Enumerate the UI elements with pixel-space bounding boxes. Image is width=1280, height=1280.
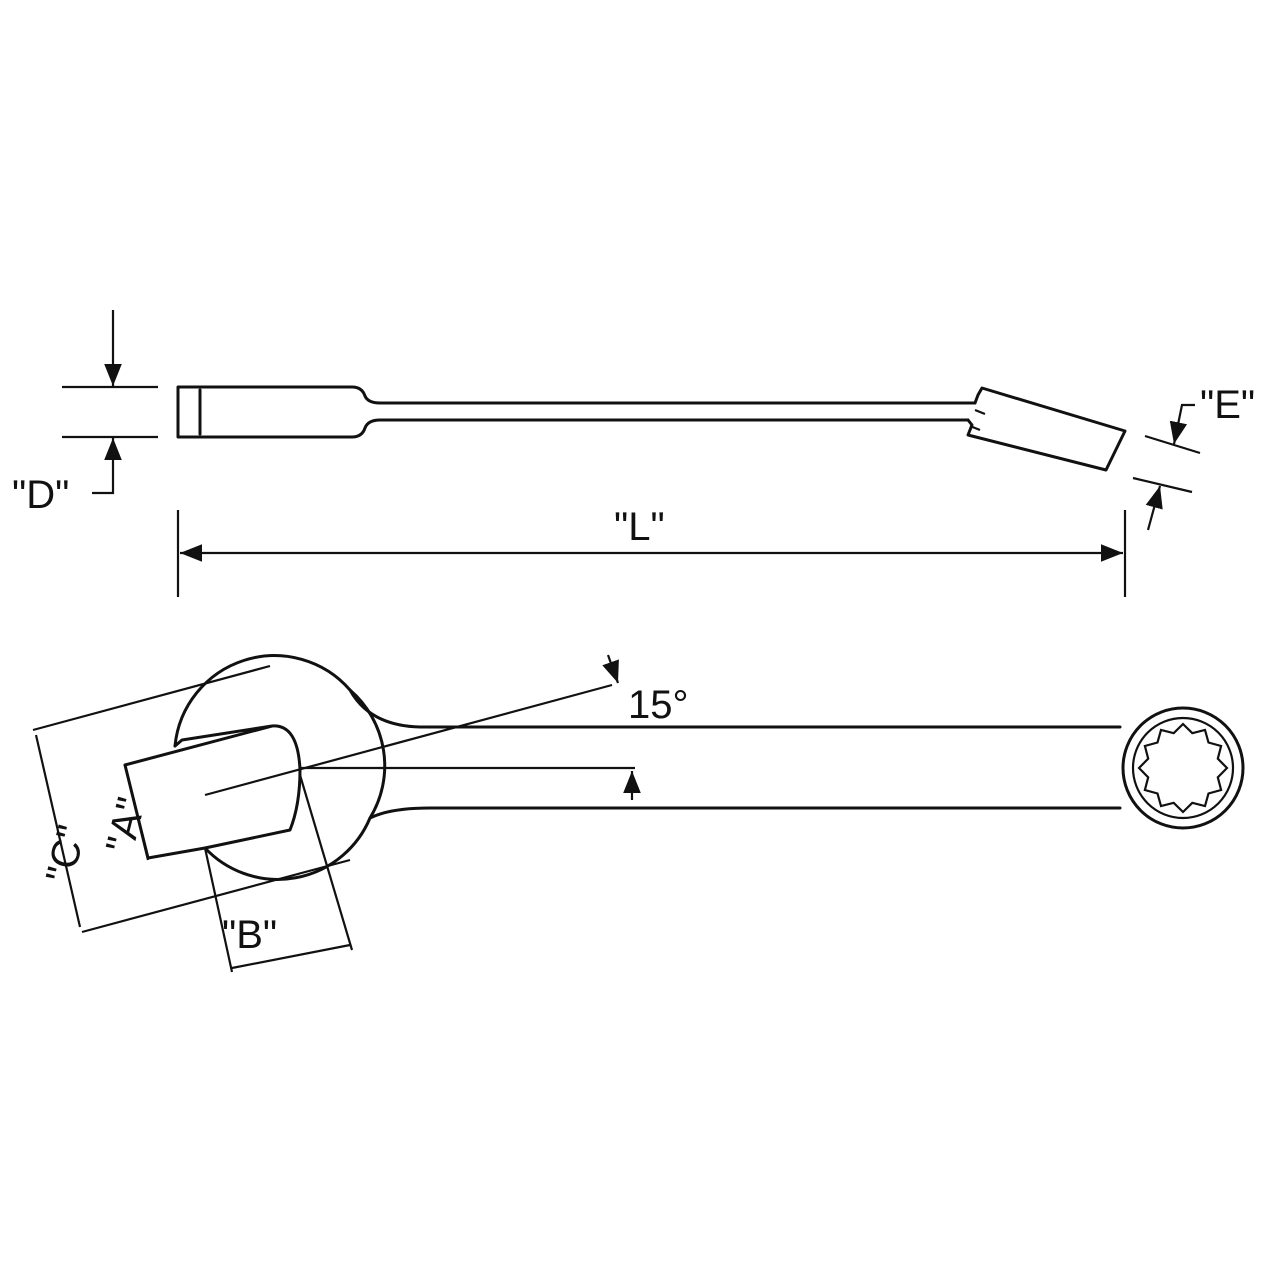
top-view: 15°: [123, 654, 1245, 881]
side-view-left-head: [176, 385, 977, 439]
box-end-ring: [1121, 706, 1245, 830]
angle-ref-line: [204, 683, 613, 797]
label-d: "D": [12, 473, 69, 517]
label-angle: 15°: [628, 683, 689, 727]
side-view: [176, 385, 1127, 472]
dimension-l: "L": [176, 505, 1127, 597]
label-b: "B": [222, 913, 277, 957]
twelve-point-socket-icon: [1137, 722, 1229, 814]
label-c: "C": [38, 821, 95, 887]
label-e: "E": [1200, 383, 1255, 427]
side-view-right-head: [966, 386, 1127, 472]
label-l: "L": [614, 505, 665, 549]
dimension-abc: "C" "A" "B": [32, 664, 354, 973]
dimension-e: "E": [1132, 383, 1255, 531]
dimension-d: "D": [12, 310, 158, 517]
